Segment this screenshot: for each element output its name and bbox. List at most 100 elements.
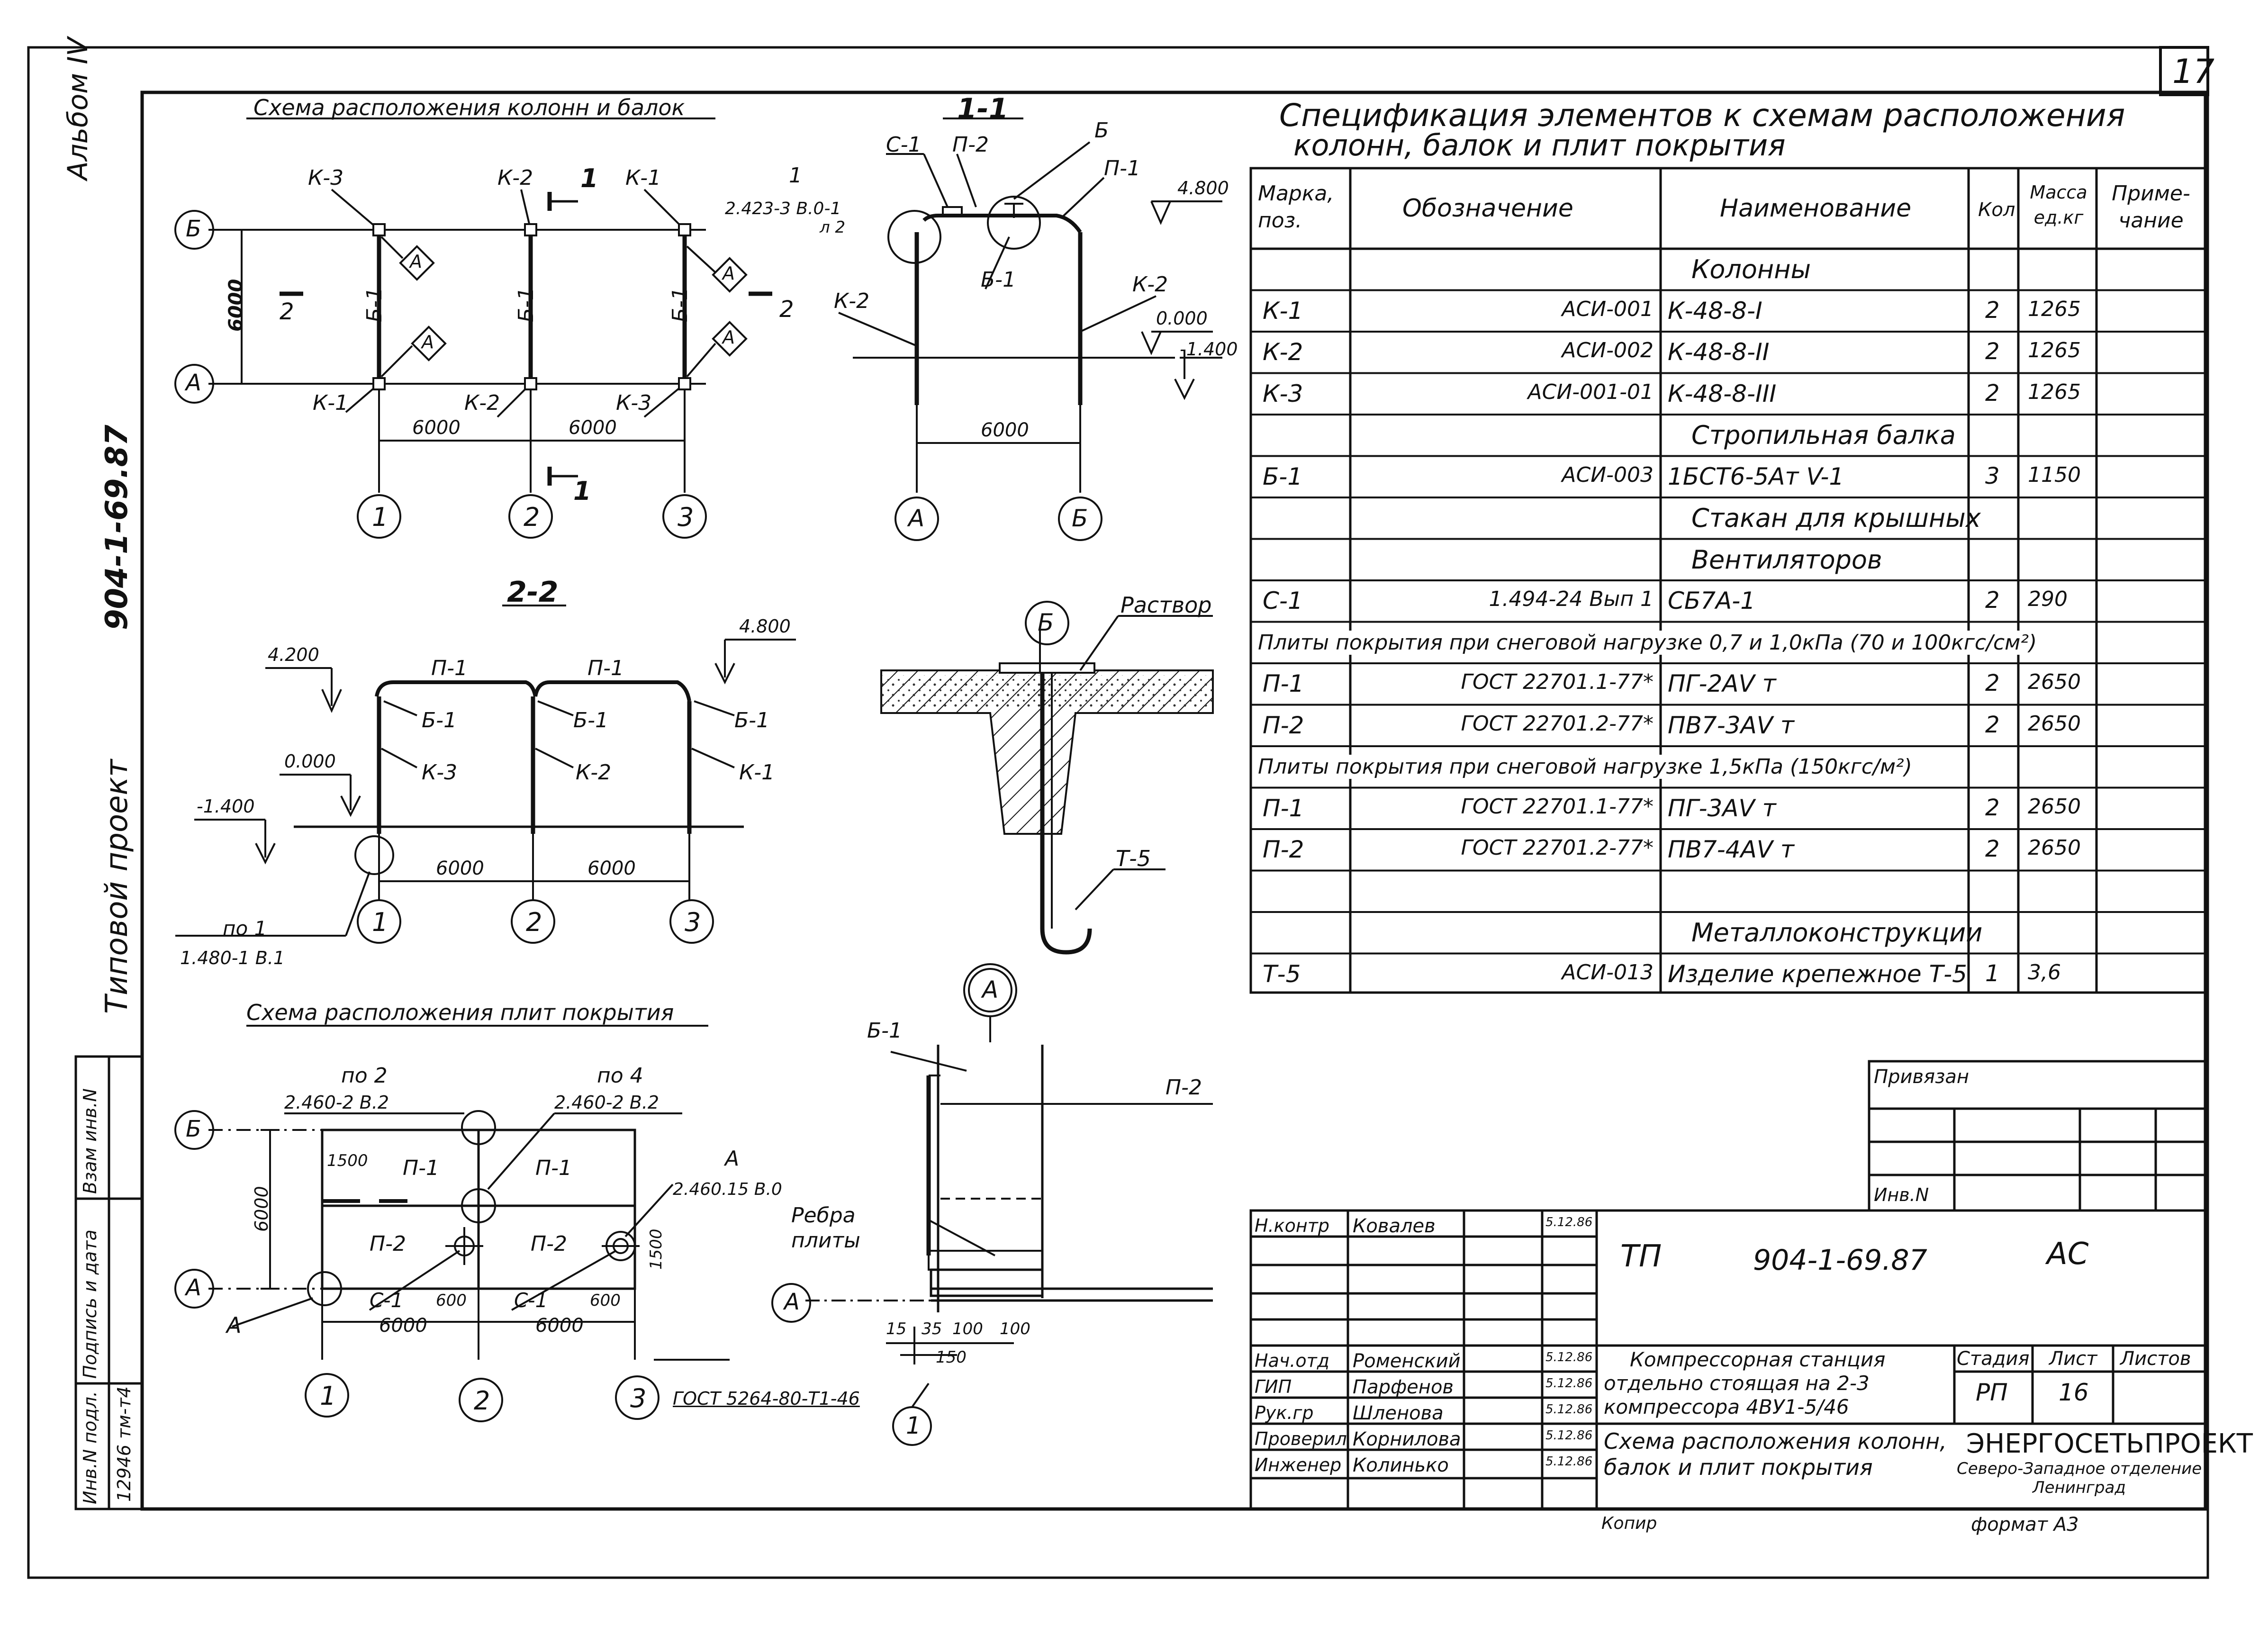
spec-cell-code: АСИ-001 — [1562, 297, 1654, 321]
tb-name: Роменский — [1353, 1350, 1461, 1372]
col-label-top-2: К-2 — [497, 166, 533, 190]
spec-cell-mass: 290 — [2028, 587, 2068, 611]
ps-dim-span-1: 6000 — [379, 1315, 427, 1337]
spec-group-title: Стакан для крышных — [1691, 503, 1981, 533]
s22-col-1: К-3 — [422, 760, 458, 785]
s11-dim: 6000 — [981, 419, 1029, 441]
s11-label-p1: П-1 — [1104, 156, 1140, 181]
spec-cell-name: К-48-8-II — [1668, 338, 1770, 366]
section-1-1-title: 1-1 — [957, 92, 1009, 126]
stamp-label-inv: Инв.N подл. — [80, 1391, 100, 1504]
spec-cell-code: АСИ-002 — [1562, 338, 1654, 362]
s22-ref-doc: 1.480-1 В.1 — [180, 948, 285, 968]
detail-a-ribs: Ребра плиты — [791, 1203, 860, 1253]
s11-label-c1: С-1 — [886, 133, 922, 157]
spec-cell-mass: 3,6 — [2028, 960, 2061, 985]
tb-role: Инженер — [1255, 1454, 1342, 1475]
tb-date: 5.12.86 — [1545, 1428, 1593, 1443]
ps-axis-col-2: 2 — [474, 1386, 490, 1416]
s22-axis-2: 2 — [526, 907, 542, 937]
tb-date: 5.12.86 — [1545, 1454, 1593, 1469]
col-label-top-1: К-3 — [308, 166, 344, 190]
dim-span-2: 6000 — [569, 417, 617, 439]
spec-group-title: Вентиляторов — [1691, 544, 1882, 575]
spec-cell-mark: П-1 — [1263, 670, 1304, 697]
ps-axis-row-b: Б — [186, 1116, 201, 1142]
spec-cell-qty: 2 — [1985, 379, 2000, 406]
tb-role: Н.контр — [1255, 1215, 1329, 1236]
project-type-vertical: Типовой проект — [99, 759, 135, 1014]
detail-a-slab: П-2 — [1166, 1075, 1202, 1100]
detail-b-mortar: Раствор — [1120, 592, 1212, 618]
sheet-number: 17 — [2172, 52, 2215, 91]
ps-ref-1: по 2 — [341, 1064, 388, 1088]
spec-cell-mass: 2650 — [2028, 836, 2081, 860]
s11-axis-a: А — [908, 505, 925, 532]
tb-object-2: отдельно стоящая на 2-3 — [1604, 1372, 1870, 1395]
spec-cell-code: АСИ-003 — [1562, 462, 1654, 487]
tb-stage-label: Стадия — [1957, 1348, 2030, 1370]
ps-ref-2-doc: 2.460-2 В.2 — [554, 1092, 660, 1113]
spec-cell-code: ГОСТ 22701.2-77* — [1461, 836, 1654, 860]
spec-cell-name: К-48-8-I — [1668, 297, 1762, 325]
spec-cell-mass: 1265 — [2028, 338, 2081, 362]
spec-cell-code: ГОСТ 22701.1-77* — [1461, 794, 1654, 819]
spec-cell-mass: 2650 — [2028, 670, 2081, 694]
ps-ref-2: по 4 — [597, 1064, 643, 1088]
tb-sheet: 16 — [2059, 1379, 2089, 1406]
spec-title-line1: Спецификация элементов к схемам располож… — [1279, 97, 2125, 134]
node-mark-2: А — [422, 332, 434, 352]
detail-a-dim-100a: 100 — [952, 1319, 983, 1338]
s11-level-0000: 0.000 — [1156, 308, 1208, 329]
tb-drawing-2: балок и плит покрытия — [1604, 1454, 1873, 1480]
s11-ref: 1 — [789, 163, 802, 188]
spec-cell-name: 1БСТ6-5Ат V-1 — [1668, 462, 1844, 490]
tb-org-sub2: Ленинград — [2033, 1478, 2126, 1497]
ps-cup-2: С-1 — [514, 1289, 548, 1312]
tb-object-1: Компрессорная станция — [1630, 1348, 1886, 1371]
ps-slab-top-1: П-1 — [403, 1156, 439, 1180]
ps-slab-top-2: П-1 — [535, 1156, 572, 1180]
tb-date: 5.12.86 — [1545, 1215, 1593, 1229]
spec-cell-qty: 2 — [1985, 711, 2000, 738]
spec-cell-qty: 2 — [1985, 587, 2000, 614]
ps-dim-600-a: 600 — [436, 1291, 467, 1310]
spec-cell-mark: К-2 — [1263, 338, 1303, 366]
spec-cell-name: ПГ-3АV т — [1668, 794, 1776, 822]
ps-ref-3-doc: 2.460.15 В.0 — [673, 1180, 782, 1199]
s22-beam-3: Б-1 — [734, 708, 770, 732]
s22-dim-2: 6000 — [587, 858, 636, 879]
spec-cell-name: ПГ-2АV т — [1668, 670, 1776, 697]
spec-span-note: Плиты покрытия при снеговой нагрузке 1,5… — [1258, 755, 1912, 779]
spec-cell-code: АСИ-001-01 — [1527, 379, 1654, 404]
stamp-label-replace: Взам инв.N — [80, 1088, 100, 1194]
detail-a-dim-35: 35 — [922, 1319, 942, 1338]
spec-cell-mark: Б-1 — [1263, 462, 1303, 490]
ps-slab-bot-2: П-2 — [531, 1232, 567, 1256]
detail-a-beam: Б-1 — [867, 1019, 903, 1043]
col-label-bot-2: К-2 — [464, 391, 500, 415]
spec-cell-qty: 3 — [1985, 462, 2000, 489]
axis-col-3: 3 — [678, 502, 694, 532]
s11-label-k2-left: К-2 — [834, 289, 870, 313]
spec-cell-name: СБ7А-1 — [1668, 587, 1756, 614]
plan-slabs-title: Схема расположения плит покрытия — [246, 1000, 674, 1025]
ps-node: А — [226, 1312, 242, 1338]
detail-a-mark: А — [982, 976, 999, 1003]
s11-label-b: Б — [1094, 118, 1109, 143]
tb-role: Проверил — [1255, 1428, 1347, 1449]
s11-ref-doc: 2.423-3 В.0-1 — [725, 199, 841, 218]
section-mark-2-left: 2 — [280, 298, 294, 325]
section-mark-1-bot: 1 — [573, 476, 591, 506]
s22-beam-1: Б-1 — [422, 708, 457, 732]
tb-sheets-label: Листов — [2120, 1348, 2191, 1370]
spec-group-title: Колонны — [1691, 254, 1811, 284]
node-mark-4: А — [723, 327, 735, 348]
privyazan-inv: Инв.N — [1874, 1184, 1929, 1205]
ps-ref-3: А — [725, 1147, 740, 1171]
section-mark-1-top: 1 — [580, 163, 598, 193]
spec-cell-mark: П-2 — [1263, 836, 1304, 863]
col-label-bot-1: К-1 — [313, 391, 349, 415]
tb-drawing-1: Схема расположения колонн, — [1604, 1428, 1947, 1454]
